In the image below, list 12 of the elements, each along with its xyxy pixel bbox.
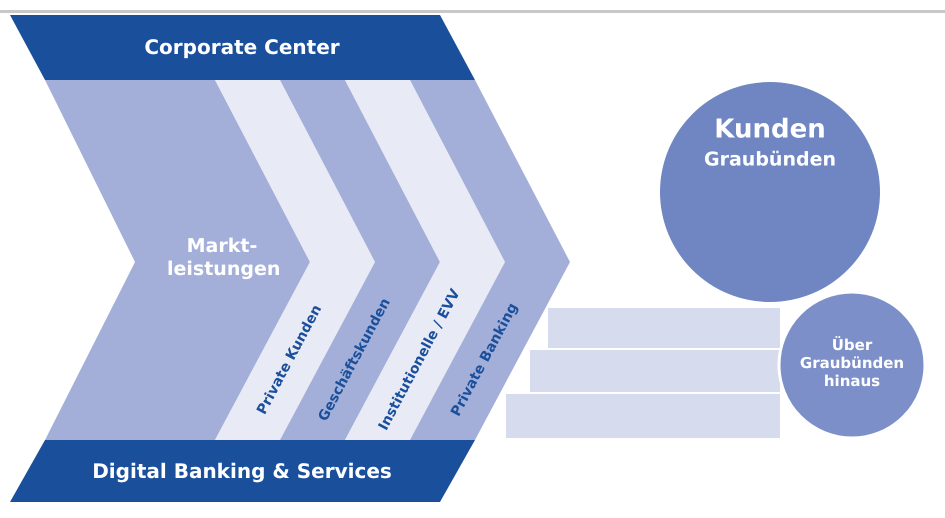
title-label: Digital Banking & Services [92, 459, 392, 483]
subtitle-label: Graubünden [704, 148, 836, 172]
header-band [10, 15, 475, 80]
bar [548, 308, 780, 348]
bar [506, 394, 780, 438]
customer-circle [660, 82, 880, 302]
title-label: Kunden [714, 114, 826, 146]
title-label: Corporate Center [144, 35, 340, 59]
title-label: Über Graubünden hinaus [798, 336, 906, 390]
bar [530, 350, 780, 392]
title-label: Markt- leistungen [167, 235, 277, 281]
footer-band [10, 440, 475, 502]
